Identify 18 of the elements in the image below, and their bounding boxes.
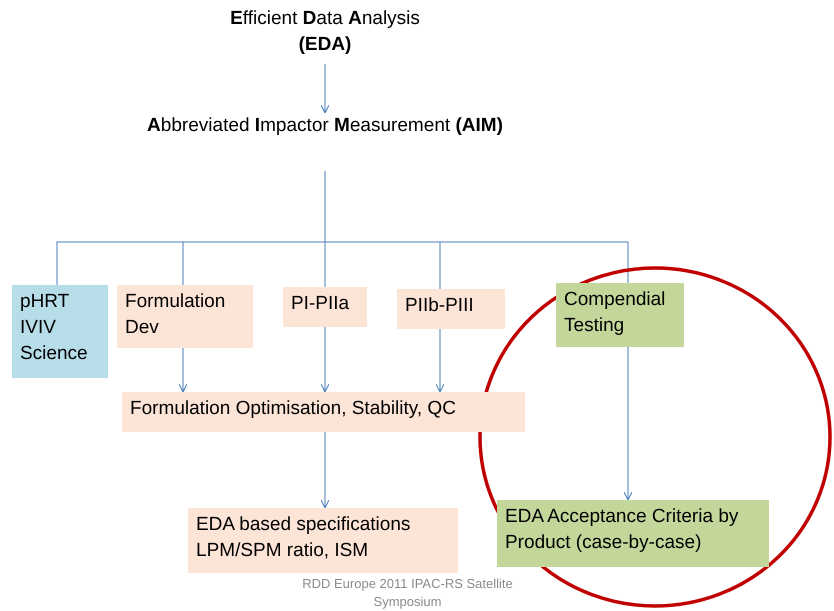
arrow <box>178 348 188 393</box>
process-box: Formulation Optimisation, Stability, QC <box>122 392 525 432</box>
process-box: pHRT IVIV Science <box>12 285 108 378</box>
process-box: Compendial Testing <box>556 283 684 347</box>
process-box: PIIb-PIII <box>397 289 505 329</box>
process-box: EDA Acceptance Criteria by Product (case-by-case) <box>497 500 769 567</box>
arrow <box>435 328 445 393</box>
title-text: Efficient Data Analysis (EDA) <box>205 6 445 64</box>
footer-note: RDD Europe 2011 IPAC-RS Satellite Symposium <box>301 575 514 611</box>
arrow <box>320 326 330 393</box>
heading-text: Abbreviated Impactor Measurement (AIM) <box>130 113 520 171</box>
arrow <box>320 432 330 509</box>
arrow <box>320 64 330 114</box>
process-box: EDA based specifications LPM/SPM ratio, ISM <box>188 508 458 573</box>
arrow <box>623 346 633 501</box>
connector-line <box>324 170 628 284</box>
process-box: Formulation Dev <box>117 285 253 348</box>
process-box: PI-PIIa <box>283 287 367 327</box>
